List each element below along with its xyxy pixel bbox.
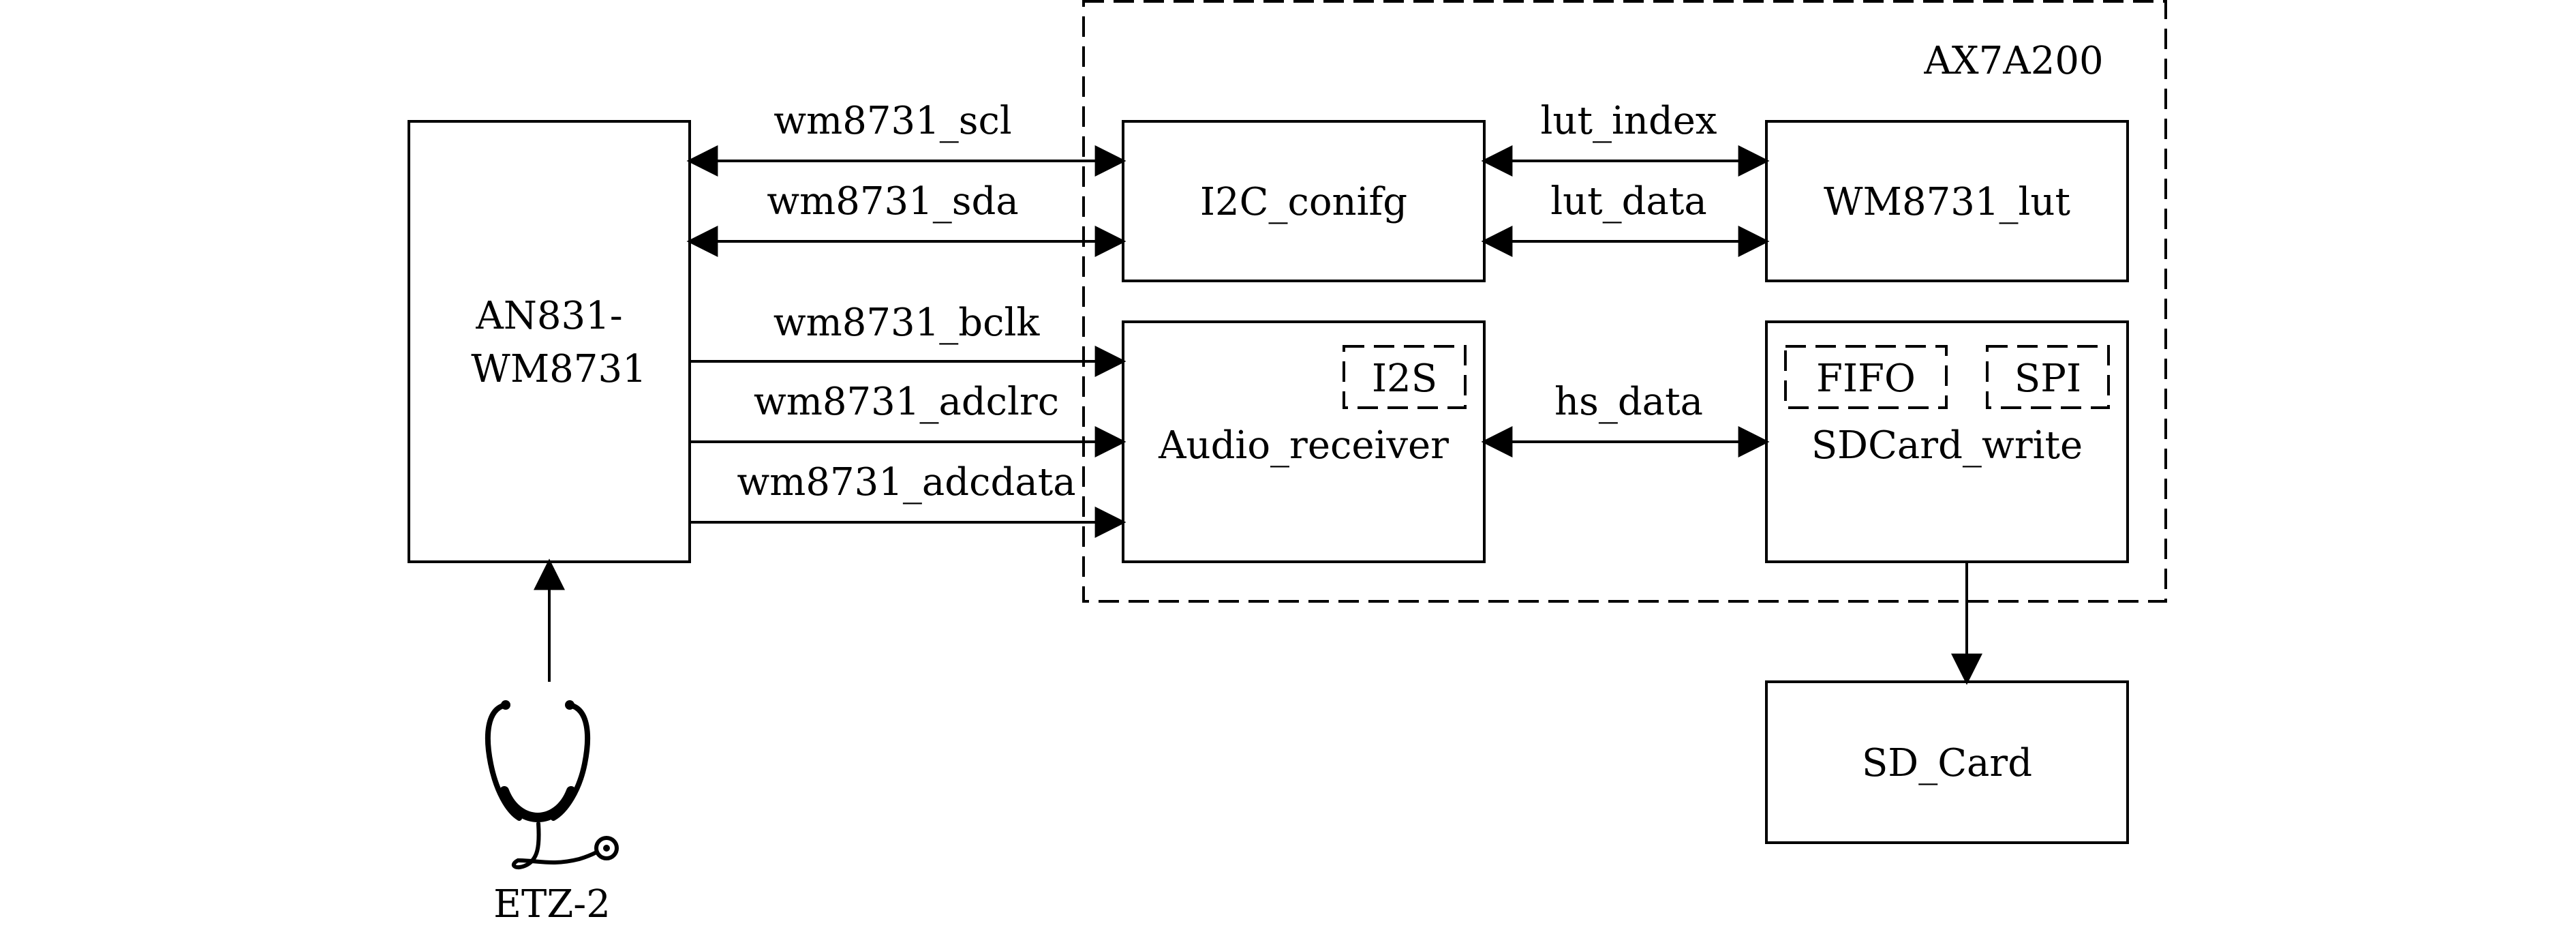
spi-subblock	[1986, 345, 2110, 409]
lut-data-label: lut_data	[1550, 179, 1707, 224]
stethoscope-icon	[485, 700, 619, 870]
fifo-subblock	[1784, 345, 1948, 409]
sd-card-label: SD_Card	[1862, 741, 2032, 785]
lut-index-label: lut_index	[1540, 99, 1717, 143]
fifo-label: FIFO	[1816, 357, 1916, 401]
fpga-boundary	[1082, 0, 2167, 603]
i2s-subblock	[1343, 345, 1467, 409]
sd-card-block	[1765, 680, 2129, 844]
fpga-label: AX7A200	[1923, 39, 2103, 83]
hs-data-label: hs_data	[1554, 380, 1703, 424]
codec-block	[408, 120, 691, 563]
i2s-label: I2S	[1372, 357, 1437, 401]
sdcard-write-block	[1765, 320, 2129, 563]
sda-label: wm8731_sda	[767, 179, 1019, 224]
codec-label-line2: WM8731	[471, 347, 646, 391]
codec-label-line1: AN831-	[475, 294, 622, 338]
spi-label: SPI	[2014, 357, 2081, 401]
stethoscope-label: ETZ-2	[493, 882, 611, 927]
audio-receiver-label: Audio_receiver	[1158, 423, 1449, 468]
i2c-config-block	[1122, 120, 1486, 282]
bclk-label: wm8731_bclk	[773, 301, 1041, 345]
lut-block	[1765, 120, 2129, 282]
sdcard-write-label: SDCard_write	[1811, 423, 2083, 468]
scl-label: wm8731_scl	[773, 99, 1012, 143]
i2c-config-label: I2C_conifg	[1200, 180, 1407, 224]
lut-label: WM8731_lut	[1824, 180, 2070, 224]
adclrc-label: wm8731_adclrc	[754, 380, 1059, 424]
adcdata-label: wm8731_adcdata	[737, 460, 1075, 505]
